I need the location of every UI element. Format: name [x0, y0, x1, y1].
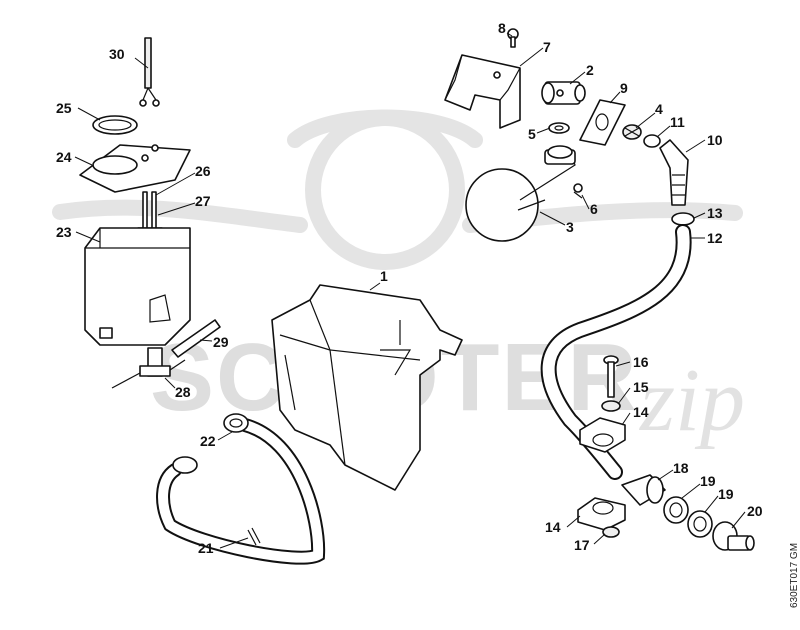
part-6-screw — [573, 183, 583, 199]
callout-10: 10 — [707, 132, 723, 148]
part-7-cover — [444, 54, 521, 129]
part-21-hose — [156, 418, 326, 565]
callout-16: 16 — [633, 354, 649, 370]
callout-4: 4 — [655, 101, 663, 117]
part-5-washer — [548, 122, 570, 134]
part-22-fitting — [172, 413, 249, 474]
callout-19-a: 19 — [700, 473, 716, 489]
callout-21: 21 — [198, 540, 214, 556]
part-29-tube — [171, 319, 221, 358]
part-3-float — [465, 145, 576, 242]
callout-23: 23 — [56, 224, 72, 240]
part-13-clamp — [671, 212, 695, 226]
leader-lines — [74, 32, 746, 549]
callout-8: 8 — [498, 20, 506, 36]
callout-2: 2 — [586, 62, 594, 78]
part-18-connector — [621, 474, 666, 506]
callout-14-upper: 14 — [633, 404, 649, 420]
part-11-seal — [643, 134, 661, 148]
part-28-t-valve — [111, 347, 186, 389]
part-25-seal-ring — [92, 115, 138, 135]
callout-12: 12 — [707, 230, 723, 246]
part-14-clamp-lower — [577, 497, 626, 531]
callout-6: 6 — [590, 201, 598, 217]
part-9-gasket — [579, 99, 626, 146]
part-14-clamp-upper — [579, 417, 626, 453]
watermark-script-text: zip — [638, 351, 745, 450]
part-10-elbow — [659, 139, 689, 206]
callout-labels: 30 25 24 26 27 23 29 28 1 22 21 8 7 2 5 … — [56, 20, 763, 556]
part-23-tank — [84, 227, 191, 346]
callout-15: 15 — [633, 379, 649, 395]
callout-14-lower: 14 — [545, 519, 561, 535]
callout-13: 13 — [707, 205, 723, 221]
callout-22: 22 — [200, 433, 216, 449]
part-8-screw — [507, 28, 519, 48]
part-24-lid-plate — [79, 144, 191, 193]
part-19-ring-a — [663, 496, 689, 524]
callout-20: 20 — [747, 503, 763, 519]
part-4-filter — [622, 124, 642, 140]
callout-17: 17 — [574, 537, 590, 553]
part-20-coupling — [712, 521, 755, 551]
callout-19-b: 19 — [718, 486, 734, 502]
callout-18: 18 — [673, 460, 689, 476]
callout-9: 9 — [620, 80, 628, 96]
callout-28: 28 — [175, 384, 191, 400]
callout-11: 11 — [670, 114, 685, 130]
part-19-ring-b — [687, 510, 713, 538]
part-17-nut — [602, 526, 620, 538]
callout-7: 7 — [543, 39, 551, 55]
callout-26: 26 — [195, 163, 211, 179]
part-15-nut — [601, 400, 621, 412]
part-1-housing — [271, 284, 463, 491]
part-30-cable — [139, 37, 160, 107]
callout-25: 25 — [56, 100, 72, 116]
callout-24: 24 — [56, 149, 72, 165]
callout-29: 29 — [213, 334, 229, 350]
part-16-bolt — [603, 355, 619, 398]
callout-1: 1 — [380, 268, 388, 284]
callout-30: 30 — [109, 46, 125, 62]
drawing-code: 630ET017 GM — [789, 543, 800, 608]
callout-5: 5 — [528, 126, 536, 142]
part-2-valve — [541, 81, 586, 105]
callout-27: 27 — [195, 193, 211, 209]
callout-3: 3 — [566, 219, 574, 235]
